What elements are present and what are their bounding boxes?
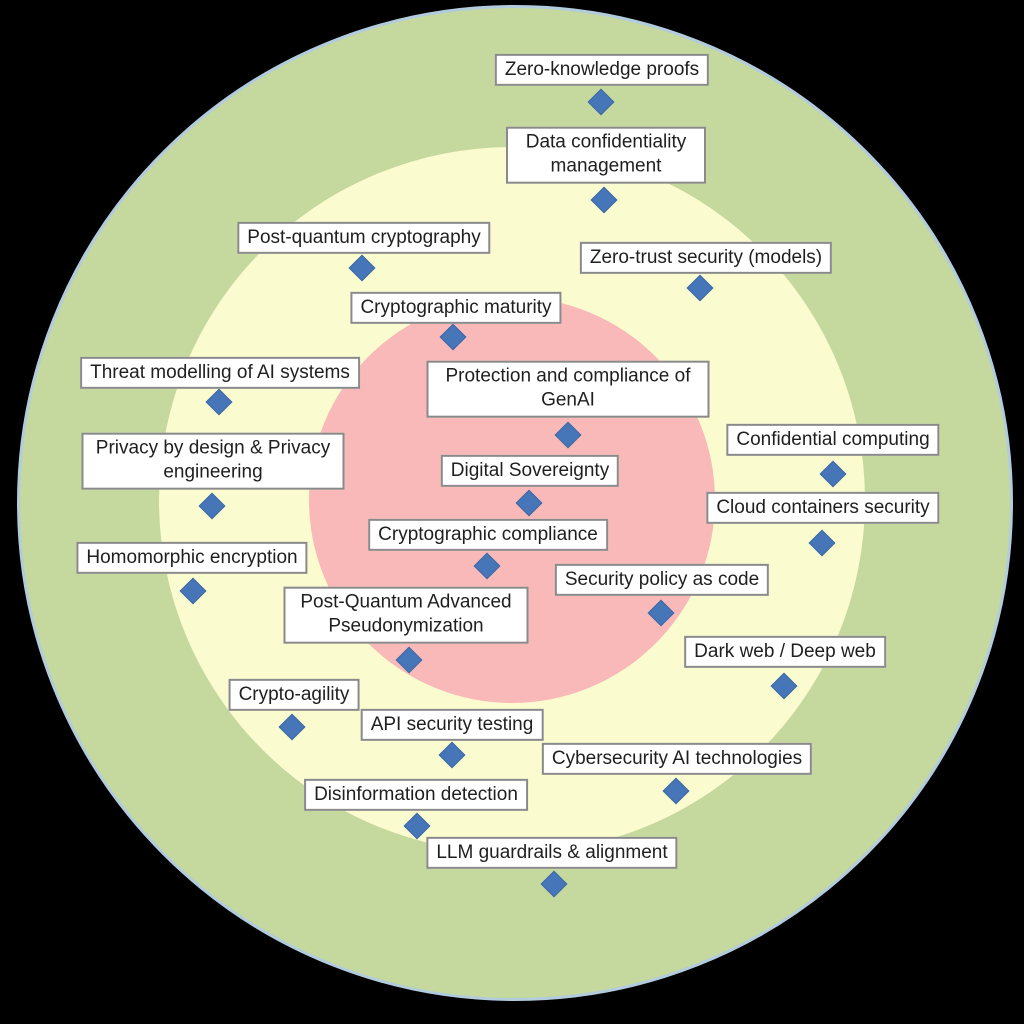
topic-label: Cybersecurity AI technologies	[541, 742, 813, 776]
topic-label: Protection and compliance of GenAI	[426, 360, 710, 418]
topic-label: Privacy by design & Privacy engineering	[81, 432, 345, 490]
topic-label: Dark web / Deep web	[684, 635, 886, 669]
topic-label: Homomorphic encryption	[76, 541, 308, 575]
topic-label: Threat modelling of AI systems	[80, 356, 360, 390]
topic-label: Disinformation detection	[304, 778, 528, 812]
topic-label: Digital Sovereignty	[440, 454, 620, 488]
topic-label: API security testing	[360, 708, 544, 742]
topic-label: Post-quantum cryptography	[237, 221, 491, 255]
topic-label: Crypto-agility	[228, 678, 360, 712]
topic-label: Zero-knowledge proofs	[494, 53, 710, 87]
topic-label: LLM guardrails & alignment	[426, 836, 678, 870]
topic-label: Zero-trust security (models)	[579, 241, 833, 275]
topic-label: Cryptographic maturity	[350, 291, 562, 325]
topic-label: Data confidentiality management	[506, 126, 706, 184]
topic-label: Cloud containers security	[706, 491, 940, 525]
topic-label: Post-Quantum Advanced Pseudonymization	[283, 586, 529, 644]
topic-label: Cryptographic compliance	[368, 518, 608, 552]
topic-label: Security policy as code	[554, 563, 770, 597]
topic-label: Confidential computing	[726, 423, 940, 457]
